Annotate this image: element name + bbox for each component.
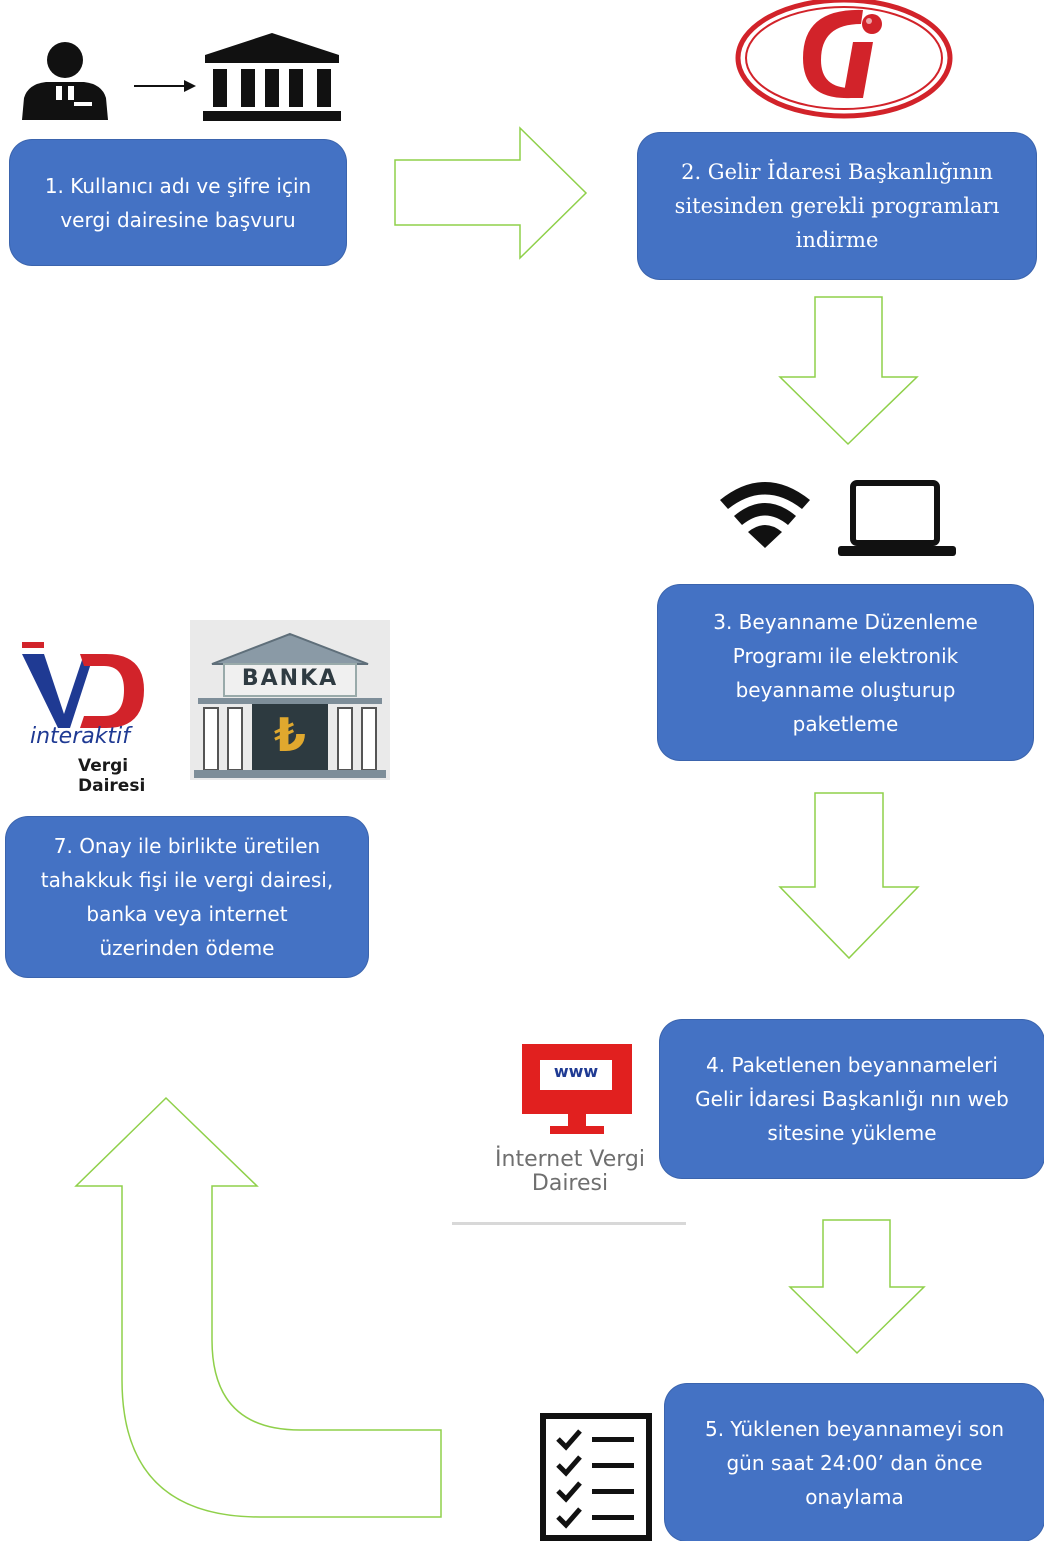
laptop-icon	[838, 480, 956, 556]
internet-vergi-line2: Dairesi	[531, 1171, 609, 1196]
step-2-line: sitesinden gerekli programları	[674, 194, 1000, 218]
step-5-line: onaylama	[805, 1484, 904, 1509]
step-1-line: vergi dairesine başvuru	[60, 207, 296, 232]
step-1-box: 1. Kullanıcı adı ve şifre için vergi dair…	[10, 140, 346, 265]
divider	[452, 1222, 686, 1225]
step-3-line: beyanname oluşturup	[735, 677, 956, 702]
step-2-line: indirme	[795, 228, 879, 252]
step-2-line: 2. Gelir İdaresi Başkanlığının	[681, 160, 993, 184]
monitor-icon	[522, 1044, 632, 1134]
step-1-line: 1. Kullanıcı adı ve şifre için	[44, 173, 312, 198]
step-2-box: 2. Gelir İdaresi Başkanlığının sitesinden…	[638, 133, 1036, 279]
ivd-logo: interaktif Vergi Dairesi	[18, 640, 188, 796]
step-4-line: 4. Paketlenen beyannameleri	[706, 1053, 998, 1077]
step-4-line: sitesine yükleme	[767, 1121, 937, 1145]
www-label: www	[553, 1062, 599, 1081]
step-3-line: paketleme	[792, 711, 899, 736]
step-5-box: 5. Yüklenen beyannameyi son gün saat 24:0…	[665, 1384, 1044, 1541]
currency-symbol: ₺	[273, 708, 306, 762]
arrow-right-small-icon	[134, 80, 196, 92]
ivd-logo-line2: Vergi Dairesi	[78, 756, 146, 796]
gib-logo-icon	[735, 0, 953, 119]
step-4-line: Gelir İdaresi Başkanlığı nın web	[695, 1087, 1009, 1111]
step-5-line: gün saat 24:00’ dan önce	[726, 1450, 983, 1475]
step-5-line: 5. Yüklenen beyannameyi son	[704, 1416, 1005, 1441]
step-7-line: banka veya internet	[86, 902, 288, 926]
bank-picture-icon	[194, 632, 386, 778]
step-7-line: üzerinden ödeme	[99, 936, 275, 960]
step-7-line: tahakkuk fişi ile vergi dairesi,	[40, 868, 334, 892]
step-7-box: 7. Onay ile birlikte üretilen tahakkuk fi…	[6, 817, 368, 977]
step-3-line: Programı ile elektronik	[732, 643, 959, 668]
checklist-icon	[540, 1413, 652, 1541]
ivd-logo-line1: interaktif	[30, 724, 130, 749]
bank-building-icon	[203, 33, 341, 121]
ivd-logo-icon	[22, 642, 144, 728]
bank-label: BANKA	[241, 666, 339, 691]
internet-vergi-line1: İnternet Vergi	[495, 1147, 645, 1172]
internet-vergi-dairesi-logo: www İnternet Vergi Dairesi	[450, 1040, 690, 1230]
wifi-icon	[720, 482, 810, 548]
person-icon	[22, 42, 108, 120]
gib-logo	[733, 0, 955, 125]
step-3-line: 3. Beyanname Düzenleme	[713, 609, 978, 634]
bank-picture: BANKA ₺	[190, 620, 390, 780]
step-7-line: 7. Onay ile birlikte üretilen	[53, 834, 321, 858]
